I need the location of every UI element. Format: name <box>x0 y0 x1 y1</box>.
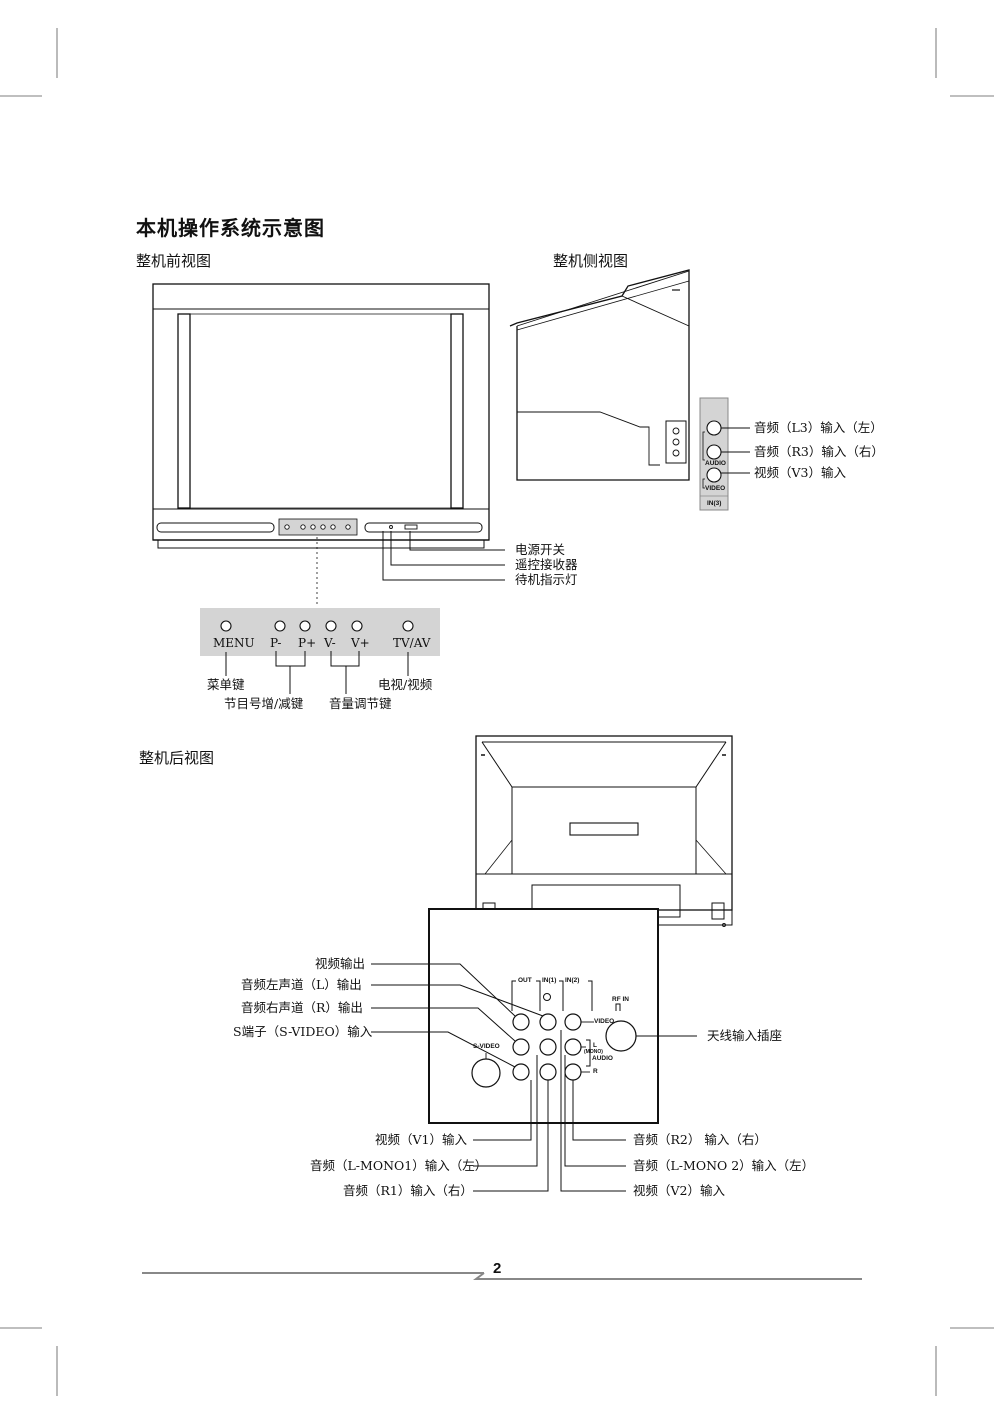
audio-l-mono2-in-label: 音频（L-MONO 2）输入（左） <box>633 1158 815 1173</box>
tv-av-button: TV/AV <box>393 636 431 650</box>
s-video-text: S-VIDEO <box>473 1043 500 1050</box>
rear-view-heading: 整机后视图 <box>139 749 215 767</box>
remote-receiver-label: 遥控接收器 <box>515 557 578 572</box>
side-video-text: VIDEO <box>705 485 726 492</box>
in2-text: IN(2) <box>565 977 580 984</box>
audio-r1-in-label: 音频（R1）输入（右） <box>343 1183 473 1198</box>
antenna-socket-label: 天线输入插座 <box>707 1028 783 1043</box>
audio-l-mono1-in-label: 音频（L-MONO1）输入（左） <box>310 1158 488 1173</box>
mono-text: (MONO) <box>584 1049 603 1055</box>
side-audio-l3-label: 音频（L3）输入（左） <box>754 420 883 435</box>
side-audio-text: AUDIO <box>705 460 726 467</box>
video-v1-in-label: 视频（V1）输入 <box>375 1132 467 1147</box>
video-v2-in-label: 视频（V2）输入 <box>633 1183 725 1198</box>
side-view-tv <box>509 269 690 481</box>
side-audio-r3-label: 音频（R3）输入（右） <box>754 444 884 459</box>
s-video-in-label: S端子（S-VIDEO）输入 <box>233 1024 373 1039</box>
audio-r-out-label: 音频右声道（R）输出 <box>241 1000 363 1015</box>
menu-key-label: 菜单键 <box>207 677 245 692</box>
crop-marks <box>0 28 994 1396</box>
footer-rule <box>142 1272 862 1280</box>
l-text: L <box>593 1042 597 1049</box>
video-text: VIDEO <box>594 1018 615 1025</box>
out-text: OUT <box>518 977 532 984</box>
front-view-heading: 整机前视图 <box>136 252 212 270</box>
p-minus-button: P- <box>270 636 282 650</box>
audio-text: AUDIO <box>592 1055 613 1062</box>
page-title: 本机操作系统示意图 <box>136 216 325 240</box>
rear-view-tv <box>475 735 733 927</box>
rear-connector-panel <box>428 908 659 1124</box>
front-callout-leaders <box>382 531 505 581</box>
side-video-v3-label: 视频（V3）输入 <box>754 465 846 480</box>
rear-leaders <box>371 963 697 1192</box>
rf-in-text: RF IN <box>612 996 629 1003</box>
side-in3-text: IN(3) <box>707 500 722 507</box>
program-key-label: 节目号增/减键 <box>224 696 304 711</box>
tvav-key-label: 电视/视频 <box>378 677 433 692</box>
v-minus-button: V- <box>324 636 336 650</box>
audio-r2-in-label: 音频（R2） 输入（右） <box>633 1132 767 1147</box>
volume-key-label: 音量调节键 <box>329 696 392 711</box>
front-control-panel <box>200 608 440 694</box>
r-text: R <box>593 1068 598 1075</box>
p-plus-button: P+ <box>298 636 317 650</box>
page-number: 2 <box>493 1260 502 1277</box>
power-switch-label: 电源开关 <box>515 542 566 557</box>
audio-l-out-label: 音频左声道（L）输出 <box>241 977 362 992</box>
front-view-tv <box>152 283 490 549</box>
video-out-label: 视频输出 <box>315 956 366 971</box>
side-view-heading: 整机侧视图 <box>553 252 629 270</box>
standby-indicator-label: 待机指示灯 <box>515 572 578 587</box>
menu-button: MENU <box>213 636 255 650</box>
in1-text: IN(1) <box>542 977 557 984</box>
v-plus-button: V+ <box>351 636 370 650</box>
side-av-panel <box>699 397 750 511</box>
